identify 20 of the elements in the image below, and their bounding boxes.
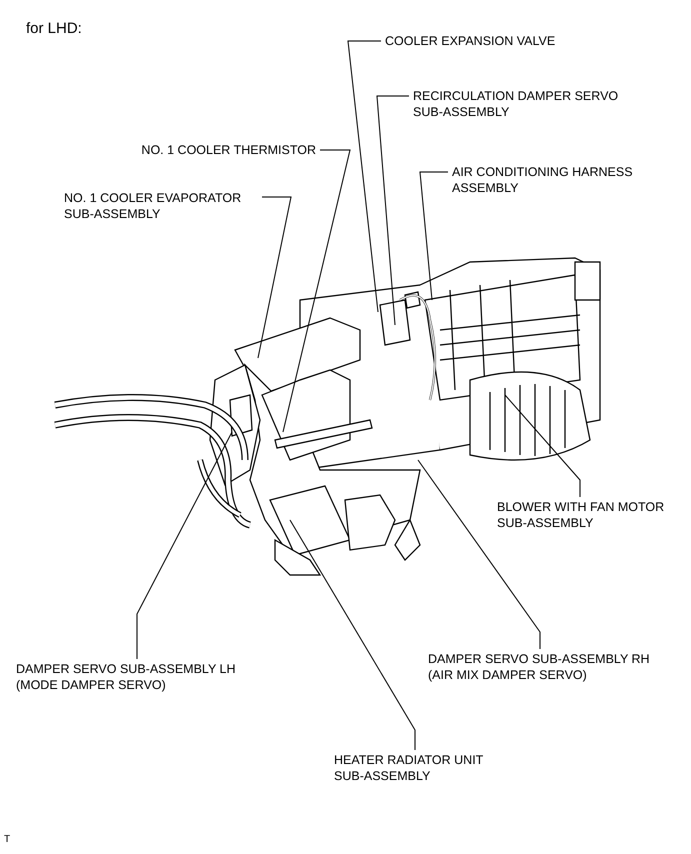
leader-line — [136, 432, 232, 660]
figure-code: T — [4, 833, 10, 847]
leader-line — [282, 150, 351, 432]
leader-line — [376, 96, 410, 326]
part-label: AIR CONDITIONING HARNESS ASSEMBLY — [452, 164, 662, 196]
part-label: RECIRCULATION DAMPER SERVO SUB-ASSEMBLY — [413, 88, 621, 120]
part-label: DAMPER SERVO SUB-ASSEMBLY LH (MODE DAMPER SERVO) — [16, 661, 266, 693]
part-label: COOLER EXPANSION VALVE — [385, 33, 665, 49]
leader-line — [290, 520, 416, 750]
part-label: NO. 1 COOLER THERMISTOR — [120, 142, 316, 158]
leader-line — [504, 394, 580, 498]
part-label: HEATER RADIATOR UNIT SUB-ASSEMBLY — [334, 752, 499, 784]
leader-line — [347, 40, 382, 312]
figure-title: for LHD: — [26, 20, 82, 37]
leader-line — [258, 196, 292, 358]
leader-line — [419, 172, 448, 300]
part-label: NO. 1 COOLER EVAPORATOR SUB-ASSEMBLY — [64, 190, 259, 222]
part-label: BLOWER WITH FAN MOTOR SUB-ASSEMBLY — [497, 499, 677, 531]
part-label: DAMPER SERVO SUB-ASSEMBLY RH (AIR MIX DAMPER SERVO) — [428, 651, 678, 683]
leader-line — [418, 460, 540, 650]
